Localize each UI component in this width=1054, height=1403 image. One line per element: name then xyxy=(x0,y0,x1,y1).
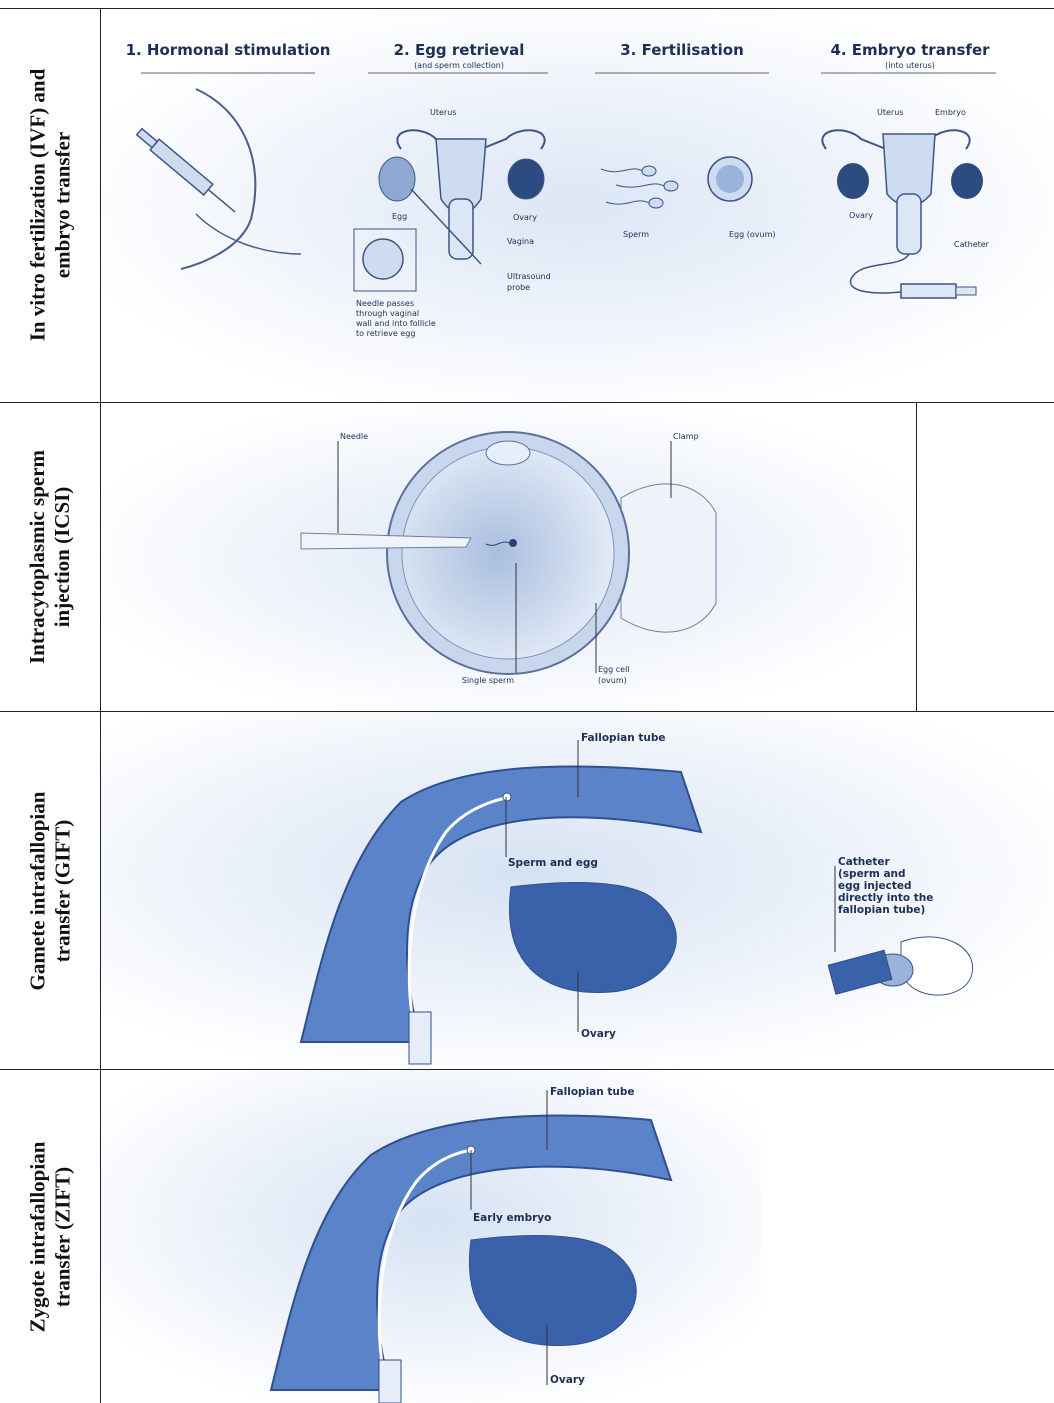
label-uterus: Uterus xyxy=(877,108,903,117)
label-egg: Egg xyxy=(392,212,407,221)
label-early-embryo: Early embryo xyxy=(473,1212,551,1224)
label-ovum: (ovum) xyxy=(598,676,627,685)
label-catheter: fallopian tube) xyxy=(838,904,925,916)
label-clamp: Clamp xyxy=(673,432,699,441)
label-catheter: Catheter xyxy=(954,240,990,249)
label-fallopian-tube: Fallopian tube xyxy=(550,1086,635,1098)
svg-text:4. Embryo transfer: 4. Embryo transfer xyxy=(830,41,990,59)
row-label-line: In vitro fertilization (IVF) and xyxy=(25,69,50,342)
label-needle: wall and into follicle xyxy=(356,319,436,328)
cell-border xyxy=(916,403,917,711)
label-ovary: Ovary xyxy=(513,213,537,222)
row-label-line: Zygote intrafallopian xyxy=(25,1141,50,1332)
row-label-line: Intracytoplasmic sperm xyxy=(25,450,50,664)
label-sperm-and-egg: Sperm and egg xyxy=(508,857,598,869)
label-fallopian-tube: Fallopian tube xyxy=(581,732,666,744)
svg-text:(and sperm collection): (and sperm collection) xyxy=(414,61,504,70)
svg-text:(into uterus): (into uterus) xyxy=(885,61,935,70)
label-needle: Needle xyxy=(340,432,368,441)
label-sperm: Sperm xyxy=(623,230,649,239)
step-title-1: 1. Hormonal stimulation xyxy=(126,41,331,59)
row-label-line: embryo transfer xyxy=(50,69,75,342)
label-single-sperm: Single sperm xyxy=(462,676,514,685)
label-probe: probe xyxy=(507,283,530,292)
icsi-illustration: Needle Clamp Single sperm Egg cell (ovum… xyxy=(101,403,916,711)
gift-illustration: Fallopian tube Sperm and egg Ovary Cathe… xyxy=(101,712,1054,1069)
label-uterus: Uterus xyxy=(430,108,456,117)
label-needle: through vaginal xyxy=(356,309,419,318)
label-ultrasound: Ultrasound xyxy=(507,272,551,281)
label-catheter: Catheter xyxy=(838,856,891,868)
label-embryo: Embryo xyxy=(935,108,966,117)
row-label-line: transfer (ZIFT) xyxy=(50,1141,75,1332)
ivf-illustration: 1. Hormonal stimulation 2. Egg retrieval… xyxy=(101,9,1054,402)
svg-text:3. Fertilisation: 3. Fertilisation xyxy=(620,41,744,59)
label-ovary: Ovary xyxy=(849,211,873,220)
label-catheter: egg injected xyxy=(838,880,912,892)
label-catheter: directly into the xyxy=(838,892,933,904)
label-ovary: Ovary xyxy=(581,1028,616,1040)
step-title-3: 3. Fertilisation xyxy=(620,41,744,59)
label-vagina: Vagina xyxy=(507,237,534,246)
row-label-line: Gamete intrafallopian xyxy=(25,791,50,990)
svg-text:1. Hormonal stimulation: 1. Hormonal stimulation xyxy=(126,41,331,59)
svg-text:2. Egg retrieval: 2. Egg retrieval xyxy=(394,41,525,59)
zift-illustration: Fallopian tube Early embryo Ovary xyxy=(101,1070,761,1403)
row-label-line: transfer (GIFT) xyxy=(50,791,75,990)
label-needle: Needle passes xyxy=(356,299,414,308)
label-needle: to retrieve egg xyxy=(356,329,415,338)
label-egg-cell: Egg cell xyxy=(598,665,630,674)
row-label-line: injection (ICSI) xyxy=(50,450,75,664)
label-egg-ovum: Egg (ovum) xyxy=(729,230,776,239)
label-ovary: Ovary xyxy=(550,1374,585,1386)
label-catheter: (sperm and xyxy=(838,868,906,880)
